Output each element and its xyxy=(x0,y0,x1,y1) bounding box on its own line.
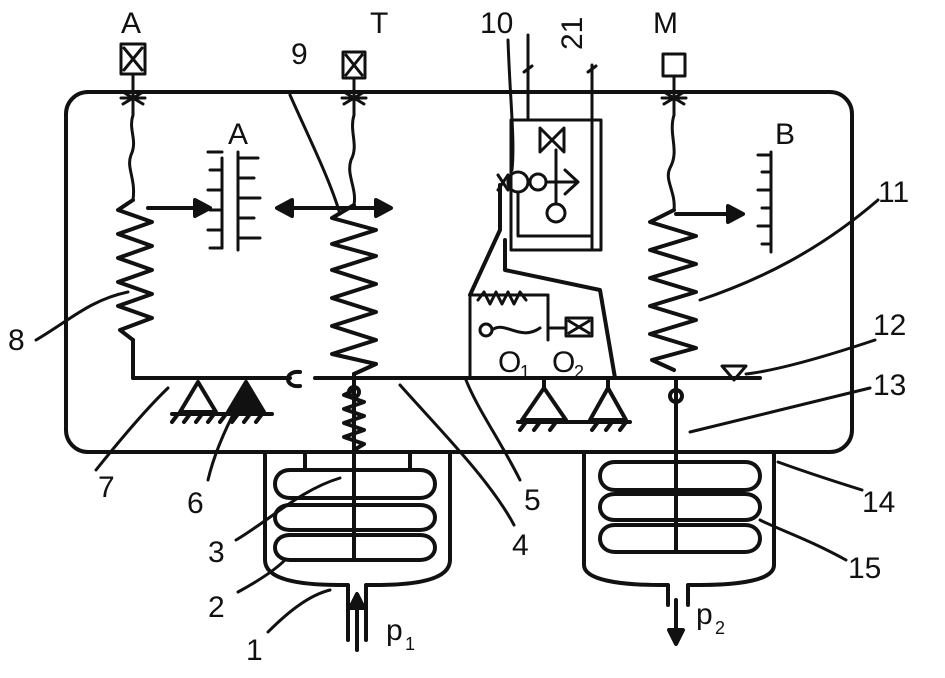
pointer-a xyxy=(146,198,212,218)
control-unit xyxy=(496,33,603,252)
outlet-p2-arrow xyxy=(667,598,685,646)
labels: A T M A B 9 10 21 8 7 6 3 2 1 4 5 11 12 … xyxy=(8,7,909,667)
spring-3 xyxy=(342,372,366,562)
label-12: 12 xyxy=(873,309,906,342)
spring-11 xyxy=(648,208,698,372)
label-7: 7 xyxy=(98,471,115,504)
label-scale-b: B xyxy=(775,118,795,151)
label-11: 11 xyxy=(878,176,909,209)
label-o1: O xyxy=(498,346,521,379)
pointer-t xyxy=(275,198,393,218)
beam-7 xyxy=(131,369,762,389)
main-housing xyxy=(64,90,854,454)
valve-m xyxy=(660,52,688,212)
pointer-b xyxy=(674,204,745,224)
valve-t xyxy=(340,50,368,207)
label-p1: p xyxy=(386,614,403,647)
label-6: 6 xyxy=(187,487,204,520)
label-valve-a: A xyxy=(121,7,141,40)
leader-lines xyxy=(34,38,880,634)
label-13: 13 xyxy=(873,369,906,402)
inlet-p1-arrow xyxy=(348,592,366,652)
label-9: 9 xyxy=(291,38,308,71)
label-2: 2 xyxy=(208,591,225,624)
label-p2: p xyxy=(696,598,713,631)
label-3: 3 xyxy=(208,536,225,569)
marker-12 xyxy=(720,364,748,382)
label-4: 4 xyxy=(512,529,529,562)
bellows-left xyxy=(263,450,452,642)
spring-9 xyxy=(330,203,378,376)
label-o2-sub: 2 xyxy=(574,362,584,382)
label-8: 8 xyxy=(8,324,25,357)
label-1: 1 xyxy=(246,634,263,667)
label-21: 21 xyxy=(556,17,589,50)
bellows-right xyxy=(582,376,776,607)
valve-a xyxy=(119,42,147,202)
link-5 xyxy=(468,290,594,380)
label-valve-t: T xyxy=(370,7,388,40)
label-5: 5 xyxy=(524,484,541,517)
pivot-6 xyxy=(170,380,274,424)
pivots-o1-o2 xyxy=(516,376,632,432)
linkage xyxy=(468,183,617,380)
label-valve-m: M xyxy=(653,7,678,40)
label-scale-a: A xyxy=(228,118,248,151)
label-p2-sub: 2 xyxy=(715,618,725,638)
scale-b xyxy=(756,150,773,254)
spring-8 xyxy=(116,198,154,380)
label-14: 14 xyxy=(862,486,895,519)
label-10: 10 xyxy=(480,7,513,40)
label-15: 15 xyxy=(848,552,881,585)
label-o1-sub: 1 xyxy=(520,362,530,382)
scale-a xyxy=(206,150,262,252)
label-o2: O xyxy=(552,346,575,379)
label-p1-sub: 1 xyxy=(405,634,415,654)
